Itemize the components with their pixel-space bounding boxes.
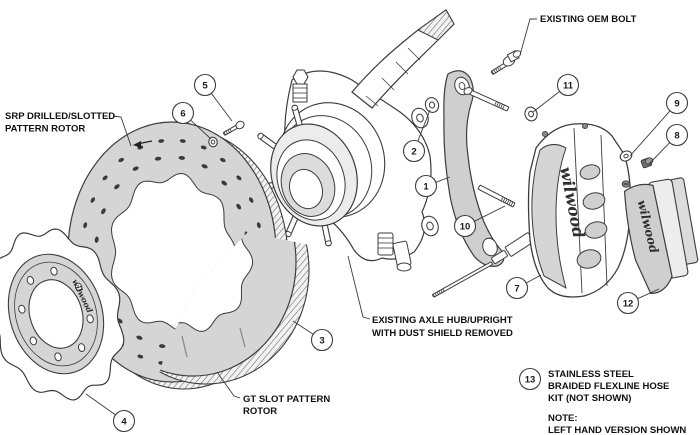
abs-sensor [377,232,412,272]
callout-number-13: 13 [525,374,536,385]
bleed-screw [621,180,631,188]
hardware [208,50,654,169]
callout-number-3: 3 [319,335,324,346]
caliper-bracket [432,70,535,298]
label-srp-rotor-line2: PATTERN ROTOR [5,124,85,135]
callout-3: 3 [292,320,334,352]
callout-number-7: 7 [514,283,519,294]
label-oem-bolt: EXISTING OEM BOLT [519,14,637,56]
label-note-line2: LEFT HAND VERSION SHOWN [548,425,686,435]
label-flexline-line2: BRAIDED FLEXLINE HOSE [548,381,669,392]
rotor-hat: wilwood [0,228,125,401]
label-axle-hub-line2: WITH DUST SHIELD REMOVED [372,328,513,339]
callout-11: 11 [532,73,580,113]
callout-number-5: 5 [202,80,208,91]
brake-caliper: wilwood [527,123,632,298]
pad-backing-plate: wilwood [623,183,673,294]
oem-bolt [490,50,522,75]
set-screw [223,120,245,136]
callout-1: 1 [414,174,451,198]
callout-9: 9 [629,91,689,157]
hex-bolt-top [292,69,309,103]
label-flexline-line3: KIT (NOT SHOWN) [548,393,631,404]
callout-13: 13 [518,367,542,391]
label-gt-rotor-line2: ROTOR [243,406,277,417]
label-axle-hub: EXISTING AXLE HUB/UPRIGHT WITH DUST SHIEL… [347,255,513,339]
label-oem-bolt-line1: EXISTING OEM BOLT [540,14,637,25]
hub-upright-assembly [252,9,455,272]
callout-number-8: 8 [674,130,679,141]
washer [424,97,440,113]
callout-12: 12 [616,288,660,315]
callout-2: 2 [402,109,431,163]
label-gt-rotor-line1: GT SLOT PATTERN [243,394,330,405]
washer [619,150,633,162]
brake-pads: wilwood [623,177,699,294]
callout-number-4: 4 [121,416,127,427]
callout-10: 10 [453,205,506,238]
callout-number-12: 12 [623,298,634,309]
label-note: NOTE:LEFT HAND VERSION SHOWN [548,413,686,435]
callout-number-9: 9 [674,98,679,109]
callout-7: 7 [505,274,542,300]
nut [640,157,654,169]
callout-4: 4 [85,393,136,433]
callout-number-2: 2 [411,146,416,157]
callout-8: 8 [648,123,689,165]
callout-number-6: 6 [180,108,185,119]
label-srp-rotor-line1: SRP DRILLED/SLOTTED [5,111,115,122]
callout-number-1: 1 [423,181,429,192]
washer [208,136,218,148]
label-flexline-line1: STAINLESS STEEL [548,369,634,380]
label-axle-hub-line1: EXISTING AXLE HUB/UPRIGHT [372,315,513,326]
callout-number-10: 10 [460,221,471,232]
rotation-arrow-icon [133,140,153,148]
callout-5: 5 [193,73,233,122]
labels: SRP DRILLED/SLOTTED PATTERN ROTOR EXISTING… [5,14,686,435]
callout-6: 6 [171,101,212,140]
label-srp-rotor: SRP DRILLED/SLOTTED PATTERN ROTOR [5,111,132,147]
label-note-line1: NOTE: [548,413,578,424]
callout-number-11: 11 [563,80,574,91]
washer [524,106,538,122]
